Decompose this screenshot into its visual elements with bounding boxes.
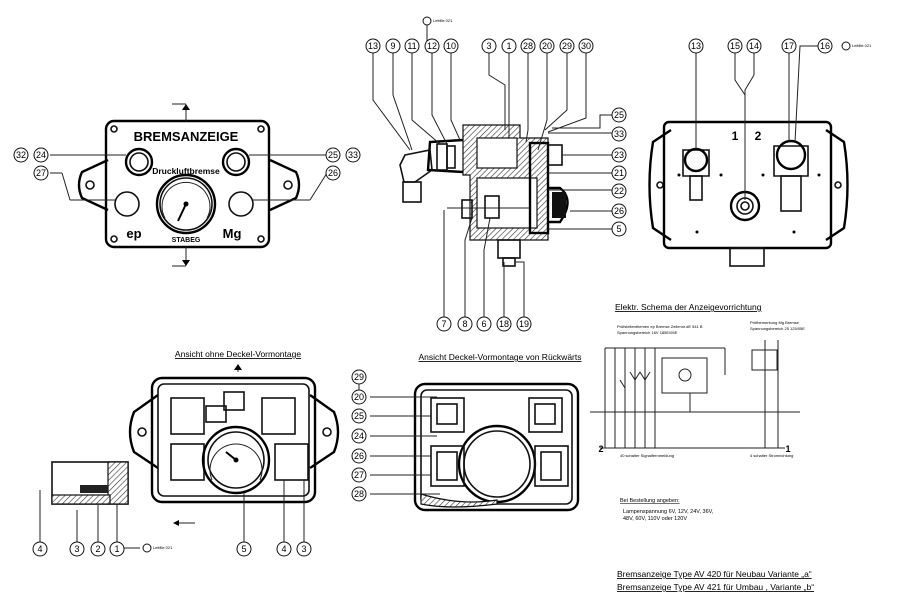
front-callouts: 32 24 27 25 33 26 <box>13 147 361 181</box>
schematic <box>590 340 800 449</box>
callout: 15 <box>730 41 740 51</box>
callout: 3 <box>486 41 491 51</box>
right-label: Mg <box>223 226 242 241</box>
callout: 26 <box>614 206 624 216</box>
footer-line-1: Bremsanzeige Type AV 420 für Neubau Vari… <box>617 569 812 579</box>
callout: 26 <box>354 451 364 461</box>
schematic-note: 4 schalter Stromrichtung <box>750 453 793 458</box>
left-label: ep <box>126 226 141 241</box>
brand-label: STABEG <box>172 237 201 244</box>
side-callouts: 13 9 11 12 10 3 1 28 20 29 30 25 33 23 2… <box>365 16 627 332</box>
callout: 21 <box>614 168 624 178</box>
callout: 19 <box>519 319 529 329</box>
terminal-1: 1 <box>785 444 790 454</box>
cover-rear-view <box>370 382 580 512</box>
footer-line-2: Bremsanzeige Type AV 421 für Umbau , Var… <box>617 582 814 592</box>
callout: 25 <box>354 411 364 421</box>
callout: 20 <box>542 41 552 51</box>
callout: 14 <box>749 41 759 51</box>
callout: 22 <box>614 186 624 196</box>
callout: 26 <box>328 168 338 178</box>
schematic-note: Prüfbemerkung Mg Bremse <box>750 320 800 325</box>
callout: 16 <box>820 41 830 51</box>
order-line: 48V, 60V, 110V oder 120V <box>623 516 687 522</box>
callout: 28 <box>354 489 364 499</box>
ref-tag: Leitfile 021 <box>153 545 173 550</box>
callout: 2 <box>95 544 100 554</box>
front-view <box>50 103 333 267</box>
callout: 4 <box>281 544 286 554</box>
schematic-note: 40 schalter Signalfernmeldung <box>620 453 674 458</box>
schematic-note: Prüfstellenthemen ep Bremse Zeilennr.dE … <box>617 324 703 329</box>
callout: 5 <box>241 544 246 554</box>
gauge-label: Druckluftbremse <box>152 166 220 176</box>
callout: 4 <box>37 544 42 554</box>
cover-callouts: 4 3 2 1 5 4 3 Leitfile 021 <box>32 541 312 557</box>
callout: 9 <box>390 41 395 51</box>
callout: 28 <box>523 41 533 51</box>
schematic-note: Spannungsbereich 16V 185E/05E <box>617 330 678 335</box>
callout: 33 <box>614 129 624 139</box>
callout: 23 <box>614 150 624 160</box>
callout: 7 <box>441 319 446 329</box>
callout: 27 <box>36 168 46 178</box>
rear-mark-1: 1 <box>732 129 739 143</box>
callout: 25 <box>328 150 338 160</box>
callout: 6 <box>481 319 486 329</box>
callout: 24 <box>354 431 364 441</box>
front-title: BREMSANZEIGE <box>134 129 239 144</box>
callout: 8 <box>462 319 467 329</box>
rear-mark-2: 2 <box>755 129 762 143</box>
callout: 32 <box>16 150 26 160</box>
callout: 33 <box>348 150 358 160</box>
callout: 29 <box>562 41 572 51</box>
callout: 18 <box>499 319 509 329</box>
callout: 1 <box>506 41 511 51</box>
callout: 17 <box>784 41 794 51</box>
callout: 20 <box>354 392 364 402</box>
callout: 30 <box>581 41 591 51</box>
side-section <box>372 23 620 320</box>
order-line: Lampenspannung 6V, 12V, 24V, 36V, <box>623 509 714 515</box>
callout: 25 <box>614 110 624 120</box>
callout: 1 <box>114 544 119 554</box>
callout: 3 <box>301 544 306 554</box>
callout: 12 <box>427 41 437 51</box>
schematic-note: Spannungsbereich 25 125/05E <box>750 326 805 331</box>
rear-view <box>648 45 849 267</box>
view-without-cover <box>39 364 340 549</box>
callout: 13 <box>368 41 378 51</box>
cover-rear-title: Ansicht Deckel-Vormontage von Rückwärts <box>419 352 582 362</box>
callout: 10 <box>446 41 456 51</box>
callout: 13 <box>691 41 701 51</box>
rear-callouts: 13 15 14 17 16 Leitfile 021 <box>688 38 872 54</box>
view-title: Ansicht ohne Deckel-Vormontage <box>175 349 301 359</box>
callout: 3 <box>74 544 79 554</box>
callout: 29 <box>354 372 364 382</box>
cover-rear-callouts: 29 20 25 24 26 27 28 <box>351 369 367 502</box>
order-heading: Bei Bestellung angeben: <box>620 498 680 504</box>
callout: 5 <box>616 224 621 234</box>
terminal-2: 2 <box>598 444 603 454</box>
ref-tag: Leitfile 021 <box>852 43 872 48</box>
callout: 27 <box>354 470 364 480</box>
schematic-title: Elektr. Schema der Anzeigevorrichtung <box>615 302 762 312</box>
callout: 24 <box>36 150 46 160</box>
callout: 11 <box>407 41 416 51</box>
ref-tag: Leitfile 021 <box>433 18 453 23</box>
